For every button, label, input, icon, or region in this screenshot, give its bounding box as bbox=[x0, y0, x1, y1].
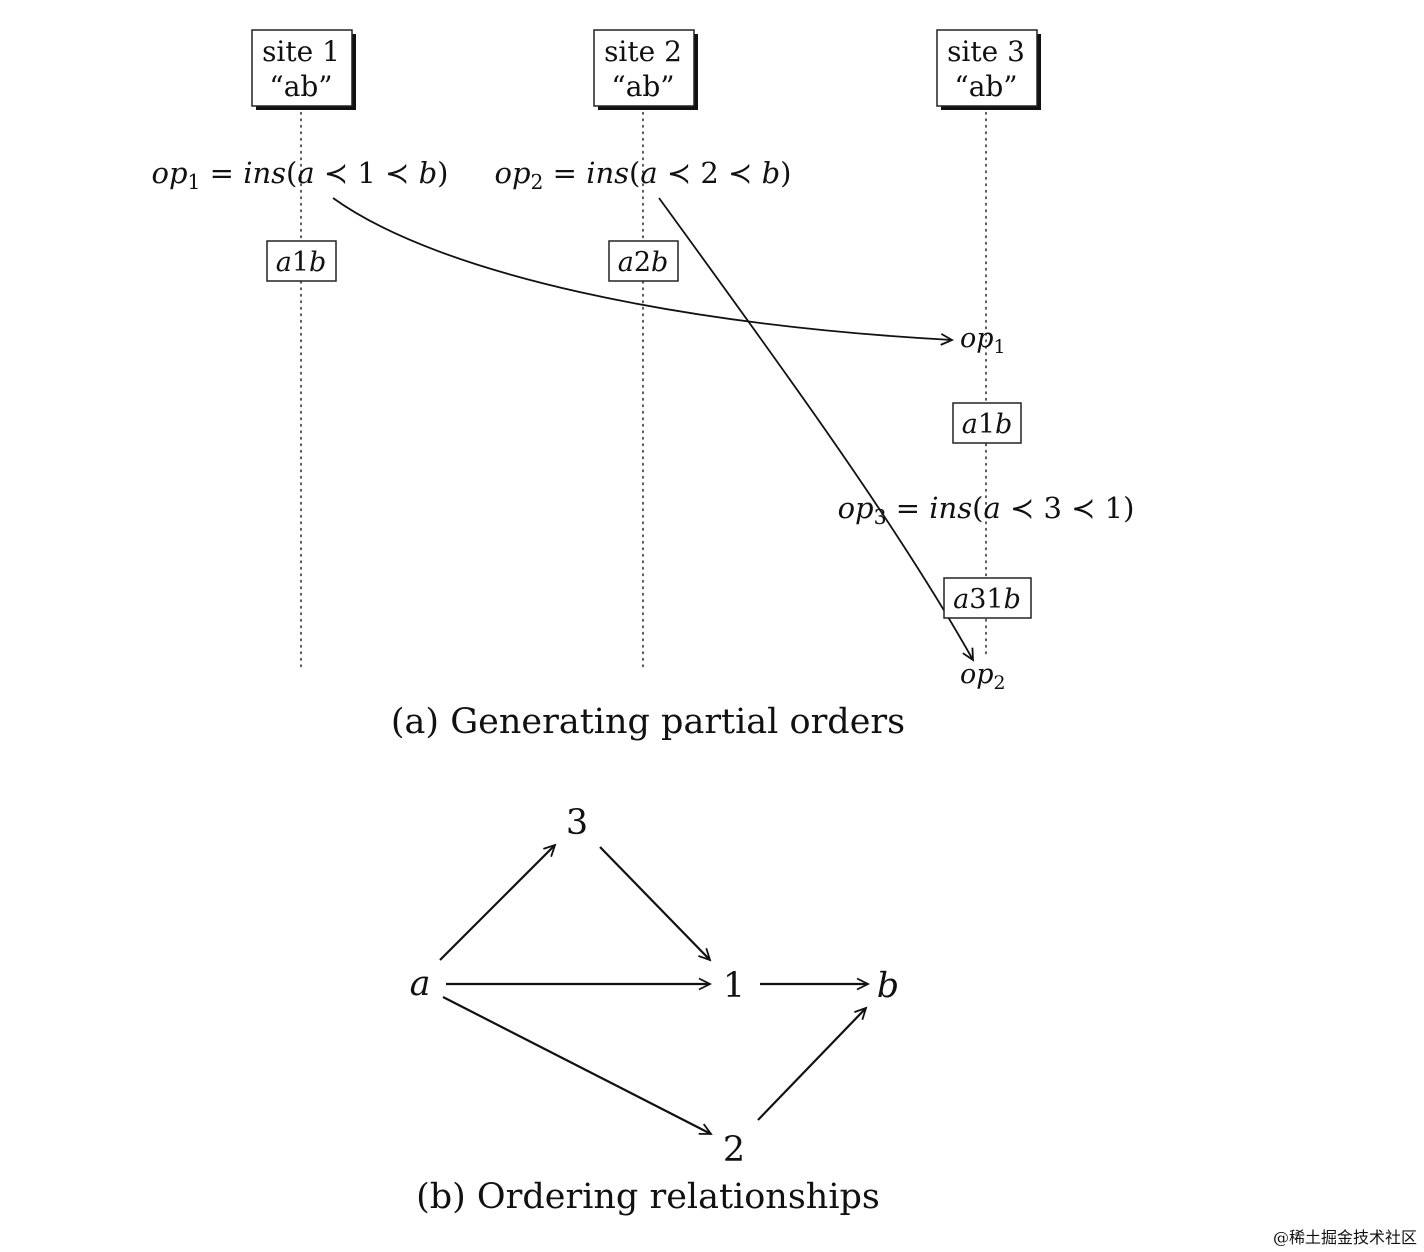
state-site1: a1b bbox=[266, 240, 337, 282]
site-3-name: site 3 bbox=[947, 35, 1025, 68]
op1-prec: ≺ 1 ≺ bbox=[315, 156, 419, 190]
op1-fn: ins bbox=[243, 156, 286, 190]
op1-a: a bbox=[297, 156, 314, 190]
op2-sub: 2 bbox=[531, 170, 544, 194]
edge-a-3 bbox=[439, 845, 555, 961]
op2-open: ( bbox=[629, 156, 640, 190]
site-2-content: “ab” bbox=[611, 70, 674, 103]
op3-open: ( bbox=[972, 491, 983, 525]
op3-label: op3 = ins(a ≺ 3 ≺ 1) bbox=[838, 491, 1135, 529]
op1-close: ) bbox=[437, 156, 448, 190]
op3-lhs: op bbox=[838, 491, 874, 525]
node-b: b bbox=[877, 966, 899, 1006]
node-3: 3 bbox=[566, 803, 588, 843]
op3-fn: ins bbox=[929, 491, 972, 525]
op2-close: ) bbox=[780, 156, 791, 190]
op1-b: b bbox=[419, 156, 438, 190]
op2-prec: ≺ 2 ≺ bbox=[658, 156, 762, 190]
message-op1-arrow bbox=[332, 197, 952, 340]
site-1-content: “ab” bbox=[269, 70, 332, 103]
state-site3-a: a1b bbox=[952, 402, 1022, 444]
op2-fn: ins bbox=[586, 156, 629, 190]
ordering-graph: a 3 1 b 2 bbox=[410, 803, 900, 1170]
edge-a-2 bbox=[442, 996, 711, 1135]
op1-lhs: op bbox=[152, 156, 188, 190]
node-a: a bbox=[410, 964, 431, 1004]
op2-eq: = bbox=[543, 156, 586, 190]
caption-a: (a) Generating partial orders bbox=[391, 702, 905, 742]
op3-rest: ≺ 3 ≺ 1) bbox=[1001, 491, 1135, 525]
site-1-name: site 1 bbox=[262, 35, 340, 68]
svg-text:a1b: a1b bbox=[276, 247, 327, 278]
site-3-header: site 3 “ab” bbox=[936, 29, 1041, 110]
op2-a: a bbox=[640, 156, 657, 190]
site-1-header: site 1 “ab” bbox=[251, 29, 356, 110]
watermark: @稀土掘金技术社区 bbox=[1273, 1228, 1417, 1247]
site-2-name: site 2 bbox=[604, 35, 682, 68]
op1-label: op1 = ins(a ≺ 1 ≺ b) bbox=[152, 156, 449, 194]
received-op1-label: op1 bbox=[960, 323, 1006, 358]
op3-eq: = bbox=[887, 491, 930, 525]
edge-2-b bbox=[757, 1008, 866, 1121]
site-3-content: “ab” bbox=[954, 70, 1017, 103]
svg-text:a1b: a1b bbox=[962, 409, 1013, 440]
op2-lhs: op bbox=[495, 156, 531, 190]
op1-open: ( bbox=[286, 156, 297, 190]
op3-a: a bbox=[983, 491, 1000, 525]
svg-text:a2b: a2b bbox=[618, 247, 669, 278]
state-site2: a2b bbox=[608, 240, 679, 282]
state-site3-b: a31b bbox=[943, 577, 1032, 619]
op1-sub: 1 bbox=[188, 170, 201, 194]
edge-3-1 bbox=[599, 846, 710, 960]
op3-sub: 3 bbox=[874, 505, 887, 529]
svg-text:a31b: a31b bbox=[953, 584, 1021, 615]
op1-eq: = bbox=[200, 156, 243, 190]
site-2-header: site 2 “ab” bbox=[593, 29, 698, 110]
caption-b: (b) Ordering relationships bbox=[416, 1177, 880, 1217]
message-op2-arrow bbox=[658, 197, 973, 660]
node-2: 2 bbox=[723, 1130, 745, 1170]
received-op2-label: op2 bbox=[960, 659, 1006, 694]
op2-label: op2 = ins(a ≺ 2 ≺ b) bbox=[495, 156, 792, 194]
node-1: 1 bbox=[723, 966, 745, 1006]
op2-b: b bbox=[762, 156, 781, 190]
